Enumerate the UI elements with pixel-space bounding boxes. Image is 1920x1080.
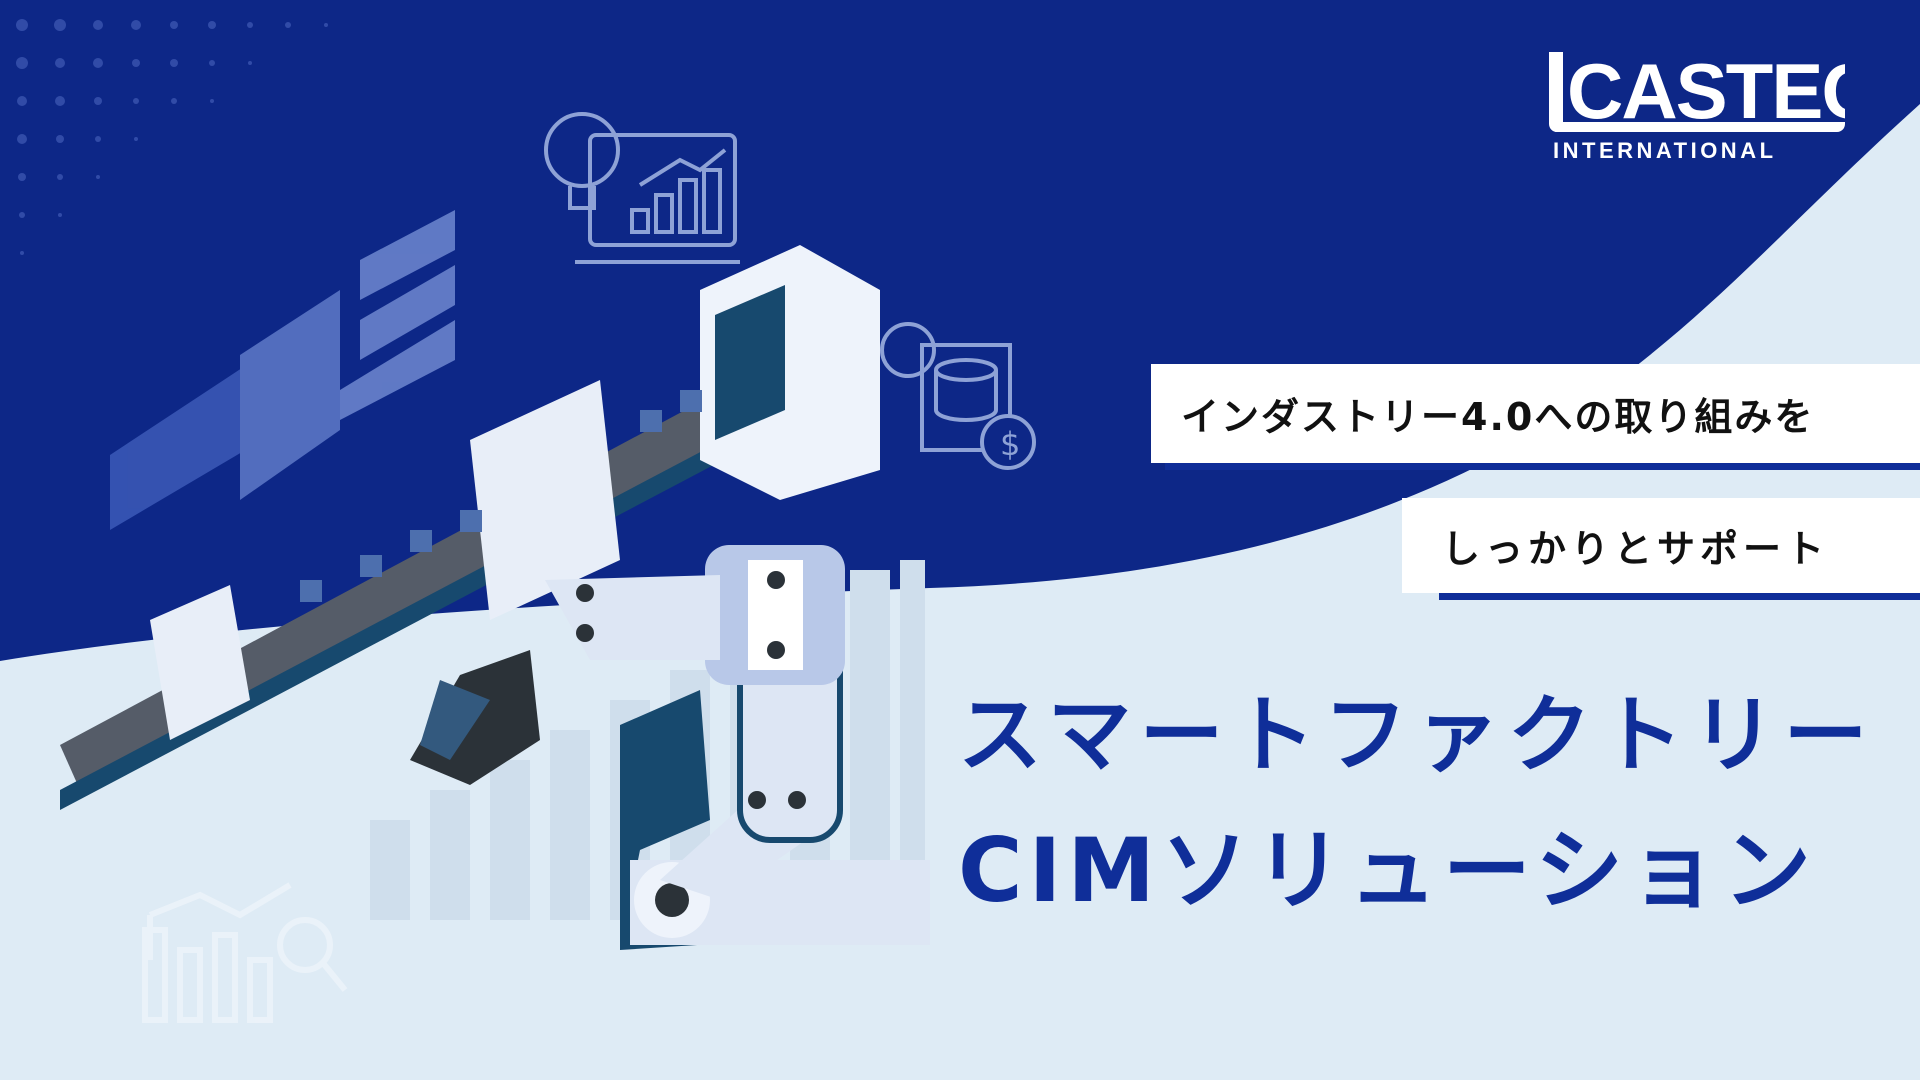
svg-text:$: $ — [1000, 425, 1020, 463]
castec-logo: CASTEC INTERNATIONAL — [1549, 52, 1845, 164]
tagline-line1-underline — [1165, 463, 1920, 470]
title-line2: CIMソリューション — [958, 819, 1818, 922]
database-dollar-icon: $ — [880, 322, 1036, 470]
dot-pattern — [16, 19, 328, 255]
title-line1: スマートファクトリー — [958, 686, 1876, 784]
robot-arm — [410, 545, 930, 950]
logo-main: CASTEC — [1549, 52, 1845, 132]
tagline-line1: インダストリー4.0への取り組みを — [1151, 364, 1920, 463]
logo-sub: INTERNATIONAL — [1553, 138, 1777, 163]
dashboard-panels — [110, 210, 455, 530]
tagline-line2: しっかりとサポート — [1402, 498, 1920, 593]
analytics-icon — [142, 882, 348, 1023]
factory-conveyor — [60, 245, 880, 810]
lightbulb-chart-icon — [544, 112, 740, 264]
tagline-line2-underline — [1439, 593, 1920, 600]
